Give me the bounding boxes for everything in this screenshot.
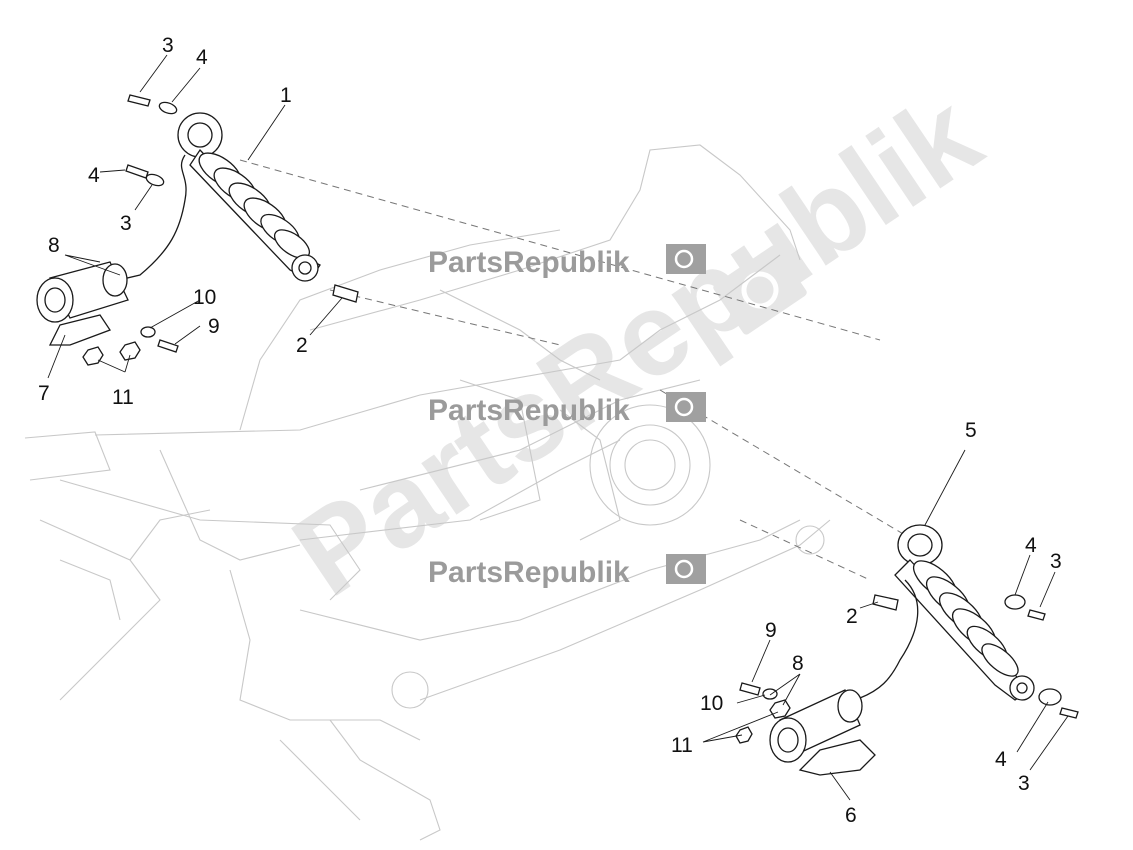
- callout-5: 5: [965, 419, 977, 442]
- shock-spring-upper: [198, 152, 311, 259]
- callout-2: 2: [296, 334, 308, 357]
- watermark-diagonal: PartsRepublik: [271, 68, 1003, 621]
- shock-absorber-lower: [859, 524, 1035, 701]
- fasteners-lower: [735, 594, 1079, 744]
- callout-4: 4: [196, 46, 208, 69]
- reservoir-lower: [769, 689, 876, 776]
- watermark-middle-text: PartsRepublik: [428, 394, 630, 427]
- leader-lines: [47, 54, 1069, 801]
- watermark-diagonal-text: PartsRepublik: [271, 68, 1003, 621]
- gear-flag-icon: [666, 554, 706, 584]
- callout-8: 8: [48, 234, 60, 257]
- callout-10: 10: [700, 692, 723, 715]
- callout-9: 9: [208, 315, 220, 338]
- callout-4: 4: [1025, 534, 1037, 557]
- alignment-lines: [239, 159, 906, 581]
- watermark-middle: PartsRepublik: [428, 392, 706, 427]
- callout-3: 3: [162, 34, 174, 57]
- watermark-bottom-text: PartsRepublik: [428, 556, 630, 589]
- callout-4: 4: [995, 748, 1007, 771]
- callout-3: 3: [120, 212, 132, 235]
- gear-flag-icon: [666, 244, 706, 274]
- callout-7: 7: [38, 382, 50, 405]
- callout-11: 11: [671, 734, 693, 757]
- callout-10: 10: [193, 286, 216, 309]
- shock-absorber-upper: [109, 112, 321, 283]
- callout-3: 3: [1018, 772, 1030, 795]
- reservoir-upper: [36, 261, 129, 346]
- shock-spring-lower: [912, 560, 1019, 677]
- watermark-top: PartsRepublik: [428, 244, 706, 279]
- callout-3: 3: [1050, 550, 1062, 573]
- watermark-top-text: PartsRepublik: [428, 246, 630, 279]
- callout-8: 8: [792, 652, 804, 675]
- callout-6: 6: [845, 804, 857, 827]
- callout-11: 11: [112, 386, 134, 409]
- gear-flag-icon: [666, 392, 706, 422]
- fasteners-upper: [82, 94, 359, 366]
- callout-labels: 3 4 1 4 3 8 10 9 2 7 11 5 4 3 2 9 8 10 1…: [38, 34, 1062, 827]
- callout-2: 2: [846, 605, 858, 628]
- watermark-bottom: PartsRepublik: [428, 554, 706, 589]
- callout-9: 9: [765, 619, 777, 642]
- callout-4: 4: [88, 164, 100, 187]
- callout-1: 1: [280, 84, 292, 107]
